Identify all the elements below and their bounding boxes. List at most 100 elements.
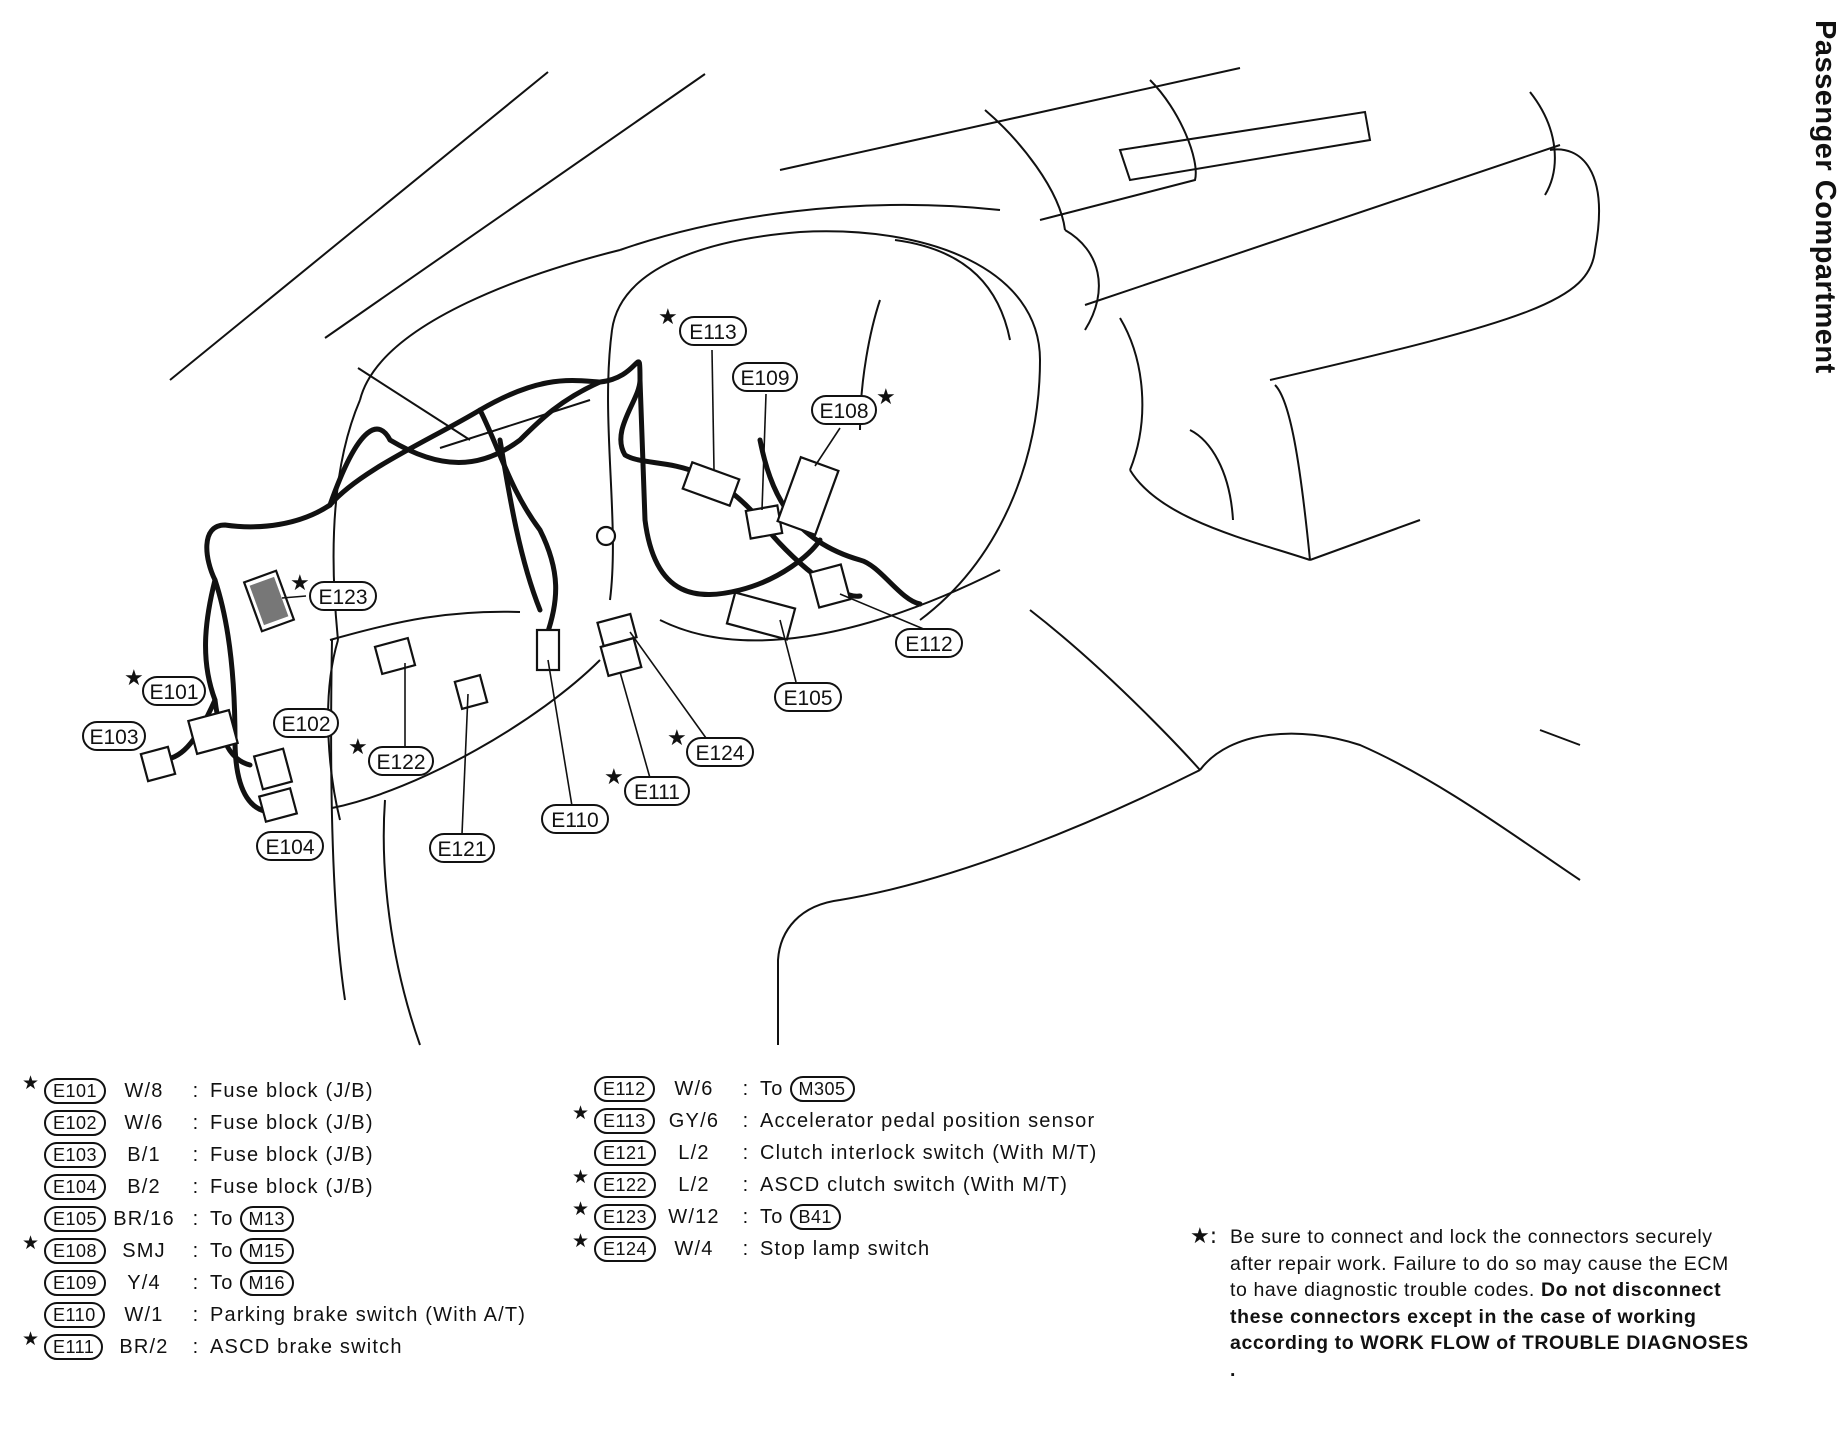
callout-labels: E101 ★ E102 E103 E104 E105 E108 ★ E109 (82, 305, 963, 863)
connector-code: E123 (594, 1204, 657, 1230)
separator: : (192, 1335, 200, 1358)
callout-E121: E121 (429, 833, 495, 863)
wire-color-pins: BR/16 (113, 1207, 175, 1230)
callout-E113: E113 ★ (658, 305, 747, 346)
note-text: Be sure to connect and lock the connecto… (1230, 1226, 1729, 1301)
connector-code: E102 (44, 1110, 107, 1136)
svg-text:★: ★ (124, 666, 144, 691)
connector-code: E113 (594, 1108, 655, 1134)
connector-description: Fuse block (J/B) (210, 1175, 374, 1198)
section-title: Passenger Compartment (1809, 20, 1840, 374)
connectors (139, 455, 852, 824)
connector-code: E109 (44, 1270, 107, 1296)
wire-color-pins: W/6 (674, 1077, 714, 1100)
svg-text:E105: E105 (783, 687, 832, 710)
separator: : (742, 1237, 750, 1260)
destination-connector: M13 (239, 1206, 295, 1232)
wire-color-pins: W/8 (124, 1079, 164, 1102)
svg-text:E101: E101 (149, 681, 198, 704)
leader-lines (281, 349, 927, 835)
connector-code: E111 (44, 1334, 104, 1360)
destination-connector: M16 (239, 1270, 295, 1296)
connector-code: E101 (44, 1078, 107, 1104)
connector-E124 (596, 612, 638, 648)
wire-color-pins: L/2 (678, 1141, 710, 1164)
star-icon: ★ (22, 1328, 41, 1350)
caution-note: ★: Be sure to connect and lock the conne… (1190, 1224, 1750, 1383)
svg-text:E124: E124 (695, 742, 744, 765)
svg-text:E103: E103 (89, 726, 138, 749)
svg-text:E104: E104 (265, 836, 314, 859)
connector-E110 (535, 628, 561, 672)
callout-E103: E103 (82, 721, 146, 751)
wire-color-pins: B/1 (127, 1143, 161, 1166)
separator: : (192, 1303, 200, 1326)
connector-description: ASCD brake switch (210, 1335, 403, 1358)
connector-description: Parking brake switch (With A/T) (210, 1303, 527, 1326)
connector-E112 (808, 563, 852, 609)
svg-text:E112: E112 (905, 633, 953, 656)
svg-text:★: ★ (876, 385, 896, 410)
callout-E101: E101 ★ (124, 666, 206, 706)
star-icon: ★: (1190, 1224, 1218, 1249)
connector-description: Fuse block (J/B) (210, 1143, 374, 1166)
svg-text:★: ★ (658, 305, 678, 330)
wire-color-pins: L/2 (678, 1173, 710, 1196)
separator: : (742, 1109, 750, 1132)
separator: : (192, 1239, 200, 1262)
connector-code: E105 (44, 1206, 107, 1232)
callout-E109: E109 (732, 362, 798, 392)
separator: : (192, 1175, 200, 1198)
wire-color-pins: GY/6 (668, 1109, 720, 1132)
connector-E103 (139, 745, 177, 783)
wiring-harness-diagram: E101 ★ E102 E103 E104 E105 E108 ★ E109 (82, 67, 1600, 1046)
wire-color-pins: W/1 (124, 1303, 164, 1326)
connector-E121 (453, 673, 489, 711)
separator: : (192, 1111, 200, 1134)
wire-color-pins: Y/4 (127, 1271, 161, 1294)
star-icon: ★ (572, 1230, 591, 1252)
connector-description: Clutch interlock switch (With M/T) (760, 1141, 1098, 1164)
connector-description: Fuse block (J/B) (210, 1079, 374, 1102)
connector-code: E104 (44, 1174, 107, 1200)
separator: : (742, 1205, 750, 1228)
connector-E109 (744, 504, 784, 540)
connector-code: E108 (44, 1238, 107, 1264)
connector-E101 (186, 708, 240, 756)
destination-connector: M15 (239, 1238, 295, 1264)
wire-color-pins: W/6 (124, 1111, 164, 1134)
legend-row: E104 B/2: Fuse block (J/B) (22, 1171, 526, 1203)
callout-E102: E102 (273, 708, 339, 738)
svg-text:E123: E123 (318, 586, 367, 609)
callout-E110: E110 (541, 804, 609, 834)
wire-color-pins: B/2 (127, 1175, 161, 1198)
destination-connector: B41 (789, 1204, 842, 1230)
star-icon: ★ (22, 1072, 41, 1094)
callout-E124: E124 ★ (667, 726, 754, 767)
connector-code: E103 (44, 1142, 107, 1168)
svg-text:★: ★ (348, 735, 368, 760)
callout-E108: E108 ★ (811, 385, 896, 425)
vehicle-outline (169, 67, 1600, 1046)
callout-E122: E122 ★ (348, 735, 434, 776)
connector-description: ASCD clutch switch (With M/T) (760, 1173, 1069, 1196)
wire-color-pins: SMJ (122, 1239, 166, 1262)
note-warning-bold: Do not disconnect these connectors excep… (1230, 1279, 1749, 1381)
svg-text:E111: E111 (634, 781, 680, 804)
connector-code: E112 (594, 1076, 655, 1102)
star-icon: ★ (572, 1102, 591, 1124)
callout-E112: E112 (895, 628, 963, 658)
separator: : (192, 1271, 200, 1294)
